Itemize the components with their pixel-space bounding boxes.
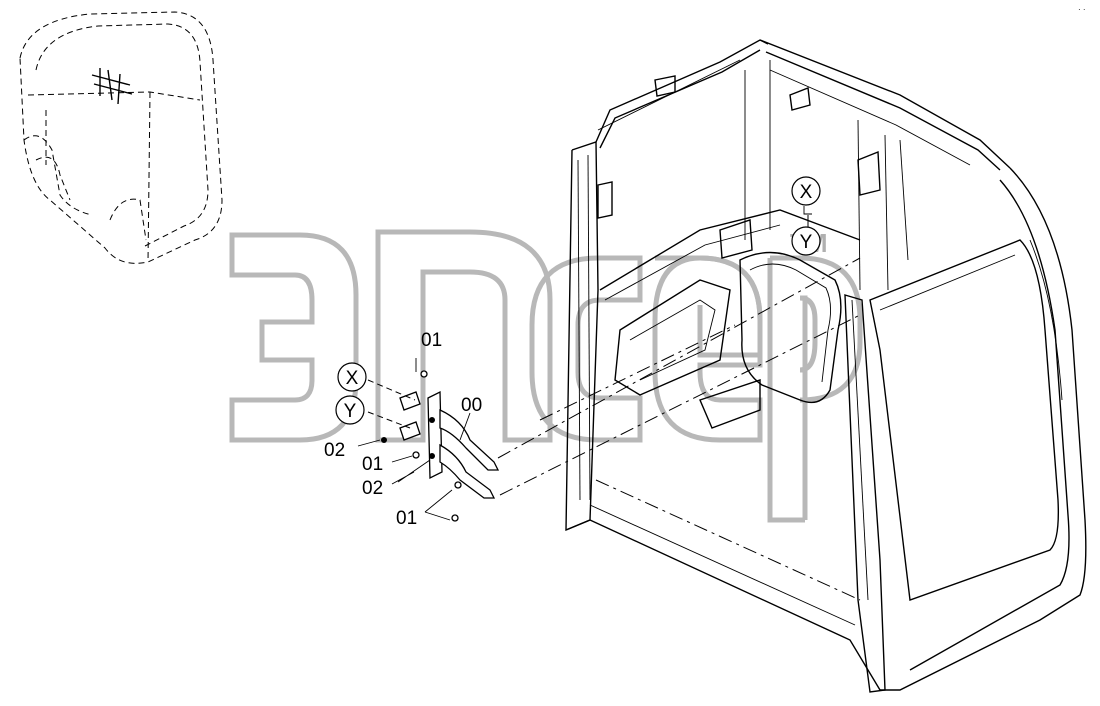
corner-mark: · · <box>1078 5 1086 14</box>
ref-x-right: X <box>800 182 813 203</box>
ref-y-left-circle <box>335 395 365 425</box>
callout-01-bottom: 01 <box>396 508 417 529</box>
ref-y-right: Y <box>800 232 813 253</box>
ref-y-right-circle <box>791 226 821 256</box>
callouts: 01 00 02 01 02 01 X Y X Y <box>324 176 821 529</box>
cab-frame-drawing <box>497 39 1087 693</box>
callout-02-left: 02 <box>324 440 345 461</box>
cab-thumbnail-icon <box>19 11 223 264</box>
callout-00: 00 <box>461 395 482 416</box>
bracket-part-drawing <box>357 206 812 522</box>
ref-y-left: Y <box>344 401 357 422</box>
callout-02-mid: 02 <box>362 478 383 499</box>
callout-01-mid: 01 <box>362 454 383 475</box>
ref-x-right-circle <box>791 176 821 206</box>
ref-x-left: X <box>346 368 359 389</box>
watermark: TM <box>229 228 863 523</box>
callout-01-top: 01 <box>421 330 442 351</box>
ref-x-left-circle <box>337 362 367 392</box>
